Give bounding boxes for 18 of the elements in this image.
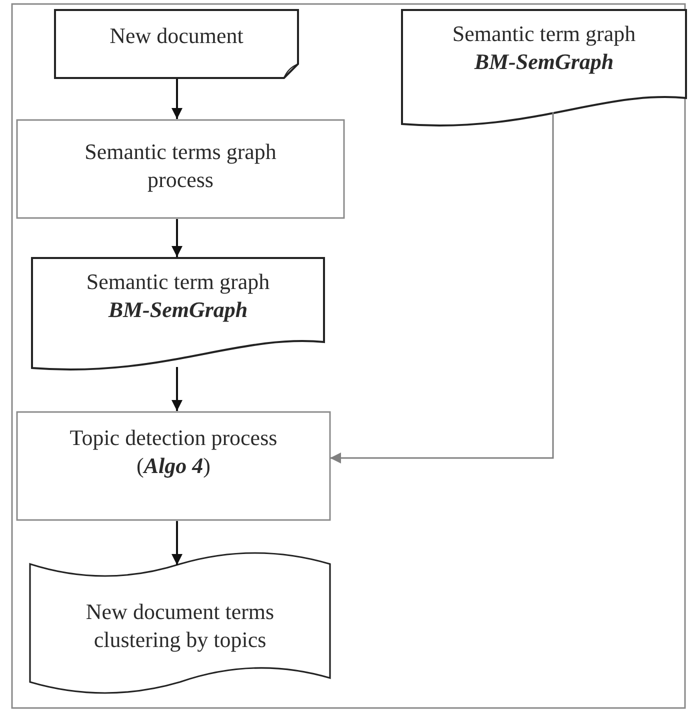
process-box	[17, 412, 330, 520]
arrow	[172, 367, 182, 411]
node-text: Semantic term graph	[85, 268, 271, 296]
document-shape	[32, 258, 324, 370]
node-text: New document	[108, 22, 244, 50]
document-shape	[402, 10, 686, 126]
node-text: Semantic terms graph process	[84, 138, 278, 194]
arrow	[172, 219, 182, 257]
node-text: BM-SemGraph	[473, 48, 615, 76]
node-text: Semantic term graph	[451, 20, 637, 48]
arrow	[172, 521, 182, 565]
arrow	[172, 79, 182, 119]
node-text: BM-SemGraph	[107, 296, 249, 324]
arrow	[330, 112, 554, 464]
document-shape	[55, 10, 298, 78]
node-text: New document terms clustering by topics	[84, 598, 276, 654]
node-text: Topic detection process (Algo 4)	[68, 424, 278, 480]
process-box	[17, 120, 344, 218]
